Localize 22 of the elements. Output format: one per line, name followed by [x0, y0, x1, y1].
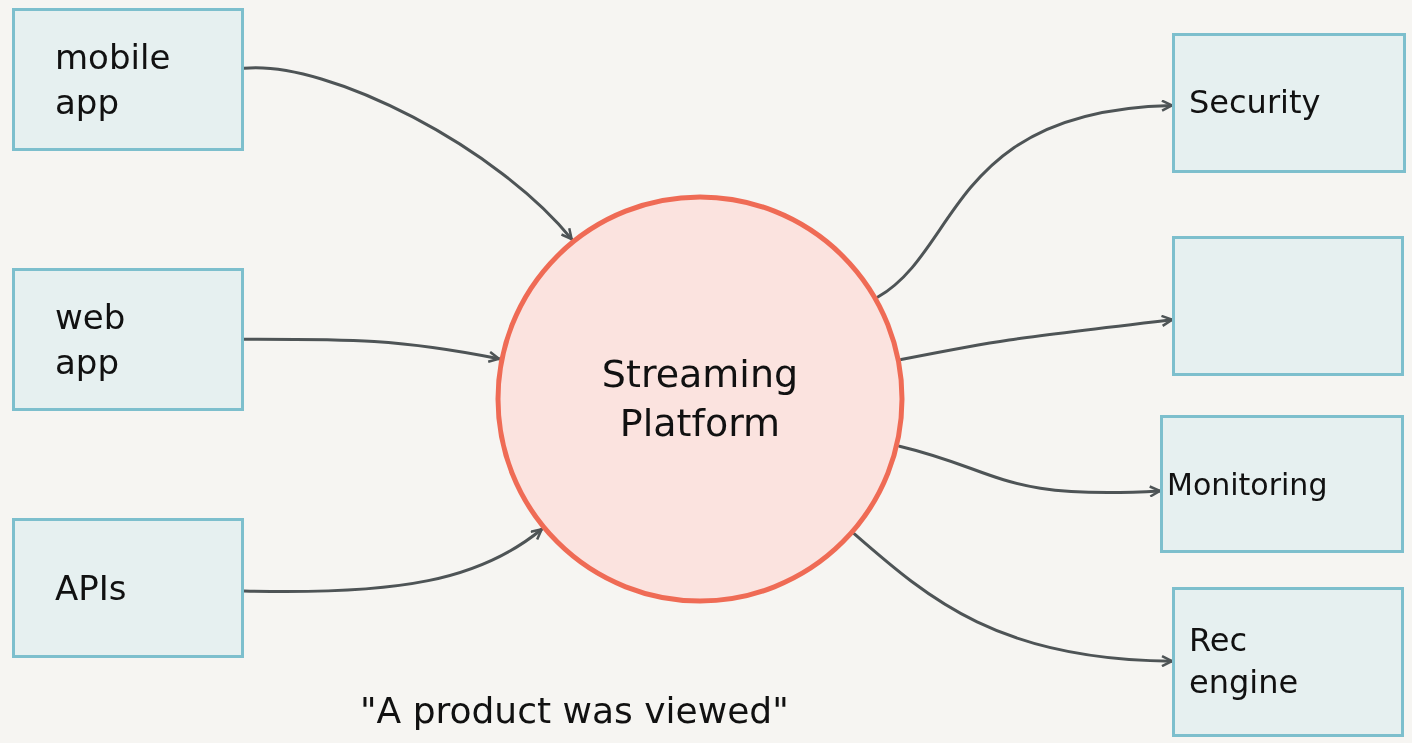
arrow [242, 66, 574, 241]
process-box [1172, 236, 1404, 376]
process-box [1172, 587, 1404, 737]
process-box [12, 8, 244, 151]
node-label: APIs [55, 566, 127, 610]
node-label: Rec engine [1189, 620, 1300, 703]
process-box [1160, 415, 1404, 553]
arrow [876, 99, 1174, 299]
node-label: Streaming Platform [600, 350, 800, 447]
node-label: web app [55, 296, 127, 384]
node-label: Security [1189, 82, 1321, 124]
process-box [1172, 33, 1406, 173]
arrow [242, 527, 544, 594]
arrow [242, 337, 501, 364]
process-box [12, 268, 244, 411]
arrow [898, 444, 1162, 498]
process-box [12, 518, 244, 658]
node-label: mobile app [55, 36, 172, 124]
caption-text: "A product was viewed" [360, 690, 789, 731]
arrow [899, 314, 1174, 361]
arrow [852, 532, 1174, 668]
node-label: Monitoring [1167, 465, 1328, 504]
